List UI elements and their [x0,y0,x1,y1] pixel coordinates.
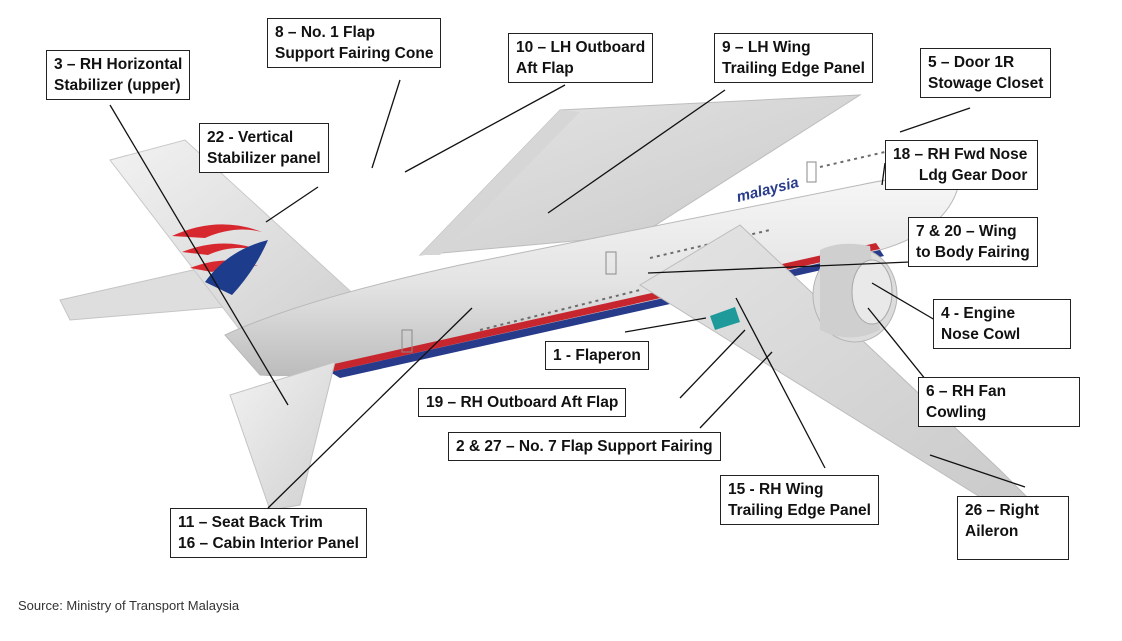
label-rh-wing-trailing-edge: 15 - RH Wing Trailing Edge Panel [720,475,879,525]
label-seat-back-cabin-panel: 11 – Seat Back Trim 16 – Cabin Interior … [170,508,367,558]
label-flap-support-fairing-cone: 8 – No. 1 Flap Support Fairing Cone [267,18,442,68]
right-wing [639,224,1051,521]
left-wing [418,94,862,256]
airline-tail-logo [172,224,268,295]
label-rh-outboard-aft-flap: 19 – RH Outboard Aft Flap [418,388,627,417]
label-flap-support-fairing-7: 2 & 27 – No. 7 Flap Support Fairing [448,432,721,461]
label-lh-wing-trailing-edge: 9 – LH Wing Trailing Edge Panel [714,33,873,83]
label-wing-to-body-fairing: 7 & 20 – Wing to Body Fairing [908,217,1038,267]
label-right-aileron: 26 – Right Aileron [957,496,1069,560]
leader-lines [109,79,1026,509]
flaperon-marker [710,307,740,330]
label-engine-nose-cowl: 4 - Engine Nose Cowl [933,299,1071,349]
label-rh-horizontal-stabilizer: 3 – RH Horizontal Stabilizer (upper) [46,50,191,100]
right-horizontal-stabilizer [229,361,336,511]
left-wing-trailing-edge [420,110,580,255]
label-rh-fwd-nose-ldg-gear-door: 18 – RH Fwd Nose Ldg Gear Door [885,140,1039,190]
label-vertical-stabilizer-panel: 22 - Vertical Stabilizer panel [199,123,329,173]
right-engine [812,243,898,343]
label-flaperon: 1 - Flaperon [545,341,649,370]
label-door-1r-stowage: 5 – Door 1R Stowage Closet [920,48,1052,98]
label-lh-outboard-aft-flap: 10 – LH Outboard Aft Flap [508,33,654,83]
source-caption: Source: Ministry of Transport Malaysia [18,598,240,613]
label-rh-fan-cowling: 6 – RH Fan Cowling [918,377,1080,427]
